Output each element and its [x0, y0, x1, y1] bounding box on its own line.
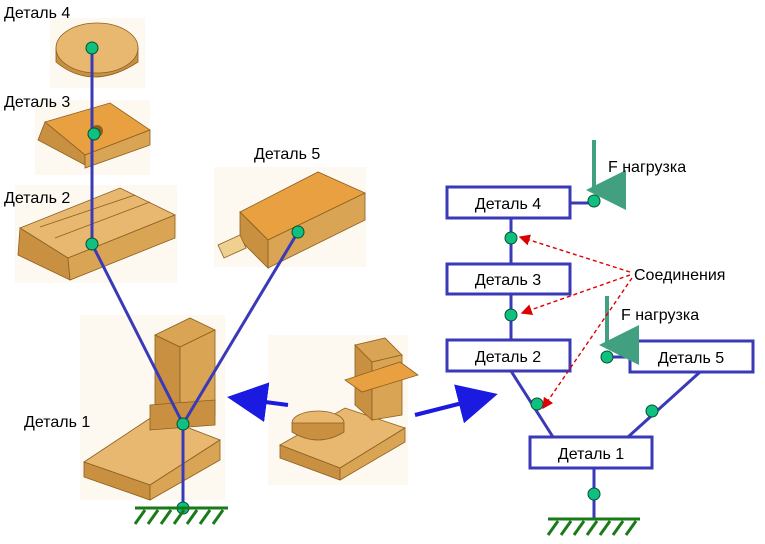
schema-joint-node: [504, 308, 518, 322]
schema-joint-node: [530, 397, 544, 411]
part2-block: [15, 185, 177, 283]
schema-box-part3-label: Деталь 3: [475, 272, 541, 289]
part4-disc: [50, 18, 145, 88]
schema-load-node: [600, 350, 614, 364]
joint-node: [85, 41, 99, 55]
schema-box-part5-label: Деталь 5: [658, 350, 724, 367]
label-part3: Деталь 3: [4, 94, 70, 111]
schema-box-part3: [445, 262, 572, 296]
schema-box-part1: [528, 435, 654, 470]
schema-load-node: [587, 194, 601, 208]
label-part5: Деталь 5: [254, 146, 320, 163]
connections-label: Соединения: [634, 267, 725, 284]
connection-pointers: [518, 234, 633, 410]
ground-left: [133, 506, 228, 525]
joint-node: [176, 417, 190, 431]
schema-box-part2: [445, 338, 572, 373]
joint-node: [87, 127, 101, 141]
part5-shaft-block: [214, 167, 366, 269]
ground-right: [546, 517, 640, 536]
load-label-mid: F нагрузка: [621, 307, 699, 324]
arrow-right: [414, 384, 498, 424]
schema-joint-node: [504, 231, 518, 245]
part1-column-base: [80, 315, 225, 501]
label-part1: Деталь 1: [24, 414, 90, 431]
load-label-top: F нагрузка: [608, 159, 686, 176]
schema-joint-node: [587, 487, 601, 501]
left-kinematic-links: [90, 48, 300, 508]
joint-node: [291, 225, 305, 239]
arrow-left: [227, 382, 289, 423]
schema-box-part4-label: Деталь 4: [475, 196, 541, 213]
schema-box-part4: [445, 185, 572, 220]
label-part2: Деталь 2: [4, 190, 70, 207]
part3-plate: [35, 100, 151, 175]
schema-box-part1-label: Деталь 1: [558, 446, 624, 463]
assembled-mechanism: [268, 335, 419, 485]
schema-box-part2-label: Деталь 2: [475, 349, 541, 366]
schema-joint-node: [645, 404, 659, 418]
label-part4: Деталь 4: [4, 5, 70, 22]
joint-node: [85, 237, 99, 251]
